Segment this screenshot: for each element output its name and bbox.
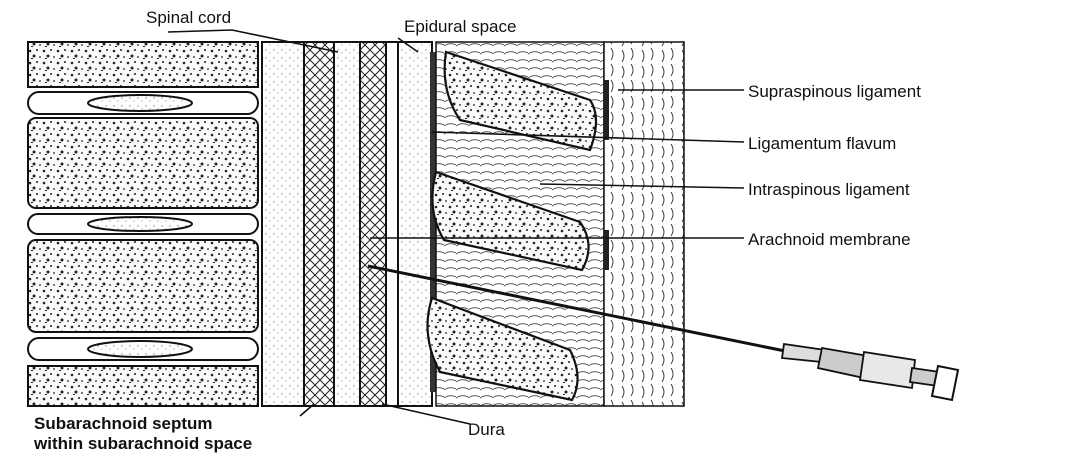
- posterior-longitudinal-band: [262, 42, 304, 406]
- label-ligamentum-flavum: Ligamentum flavum: [748, 134, 896, 154]
- dura-layer: [386, 42, 398, 406]
- supraspinous-tissue: [604, 42, 684, 406]
- supraspinous-dark-edge-2: [604, 230, 609, 270]
- subarachnoid-septum-right: [360, 42, 386, 406]
- label-spinal-cord: Spinal cord: [146, 8, 231, 28]
- label-epidural-space: Epidural space: [404, 17, 516, 37]
- label-dura: Dura: [468, 420, 505, 440]
- spinal-cord-band: [334, 42, 360, 406]
- vertebral-column: [28, 42, 258, 406]
- label-subarachnoid-septum-line2: within subarachnoid space: [34, 434, 252, 454]
- supraspinous-dark-edge: [604, 80, 609, 140]
- subarachnoid-septum-left: [304, 42, 334, 406]
- label-intraspinous-ligament: Intraspinous ligament: [748, 180, 910, 200]
- epidural-space-band: [398, 42, 432, 406]
- label-arachnoid-membrane: Arachnoid membrane: [748, 230, 911, 250]
- label-subarachnoid-septum-line1: Subarachnoid septum: [34, 414, 213, 434]
- label-supraspinous-ligament: Supraspinous ligament: [748, 82, 921, 102]
